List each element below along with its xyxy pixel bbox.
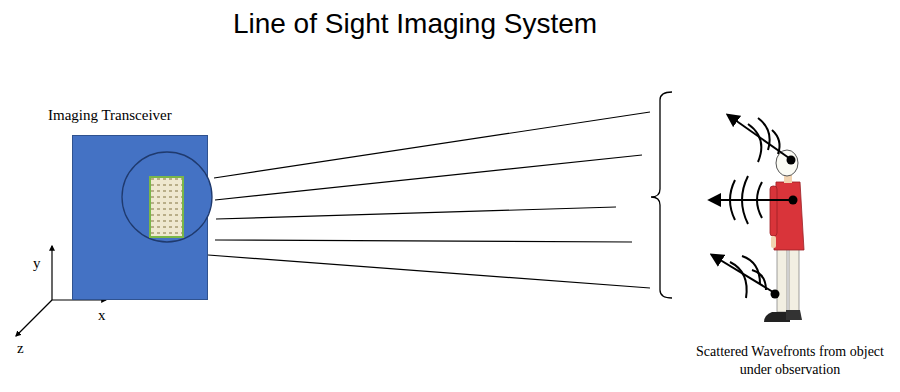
aperture-drawing — [72, 135, 208, 300]
axis-label: z — [17, 339, 24, 359]
scatter-points — [771, 156, 798, 299]
antenna-panel — [150, 177, 183, 237]
beam-lines — [208, 112, 650, 288]
wavefronts — [710, 115, 791, 298]
person-figure — [764, 150, 804, 322]
aperture-circle — [122, 152, 212, 242]
box-heading: Imaging Transceiver — [48, 107, 172, 124]
title: Line of Sight Imaging System — [233, 8, 597, 40]
caption-label: Scattered Wavefronts from object under o… — [690, 343, 890, 379]
axis-label: x — [98, 306, 106, 326]
bracket — [651, 92, 672, 298]
transceiver-box: Imaging Transceiver — [72, 135, 208, 300]
axis-label: y — [33, 254, 41, 274]
